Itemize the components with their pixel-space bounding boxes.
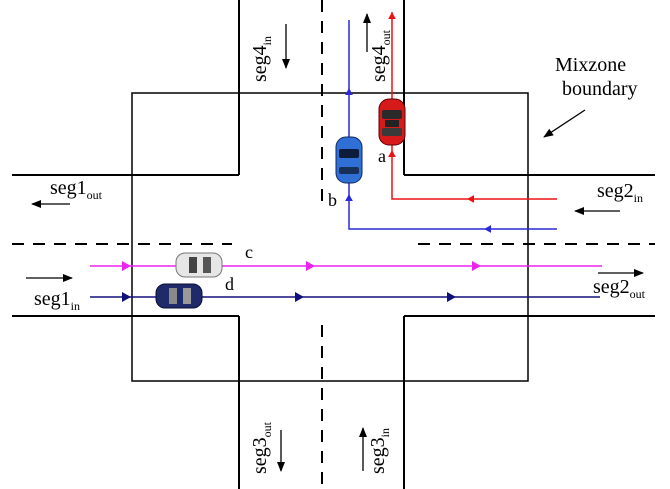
seg4-in-label: seg4in: [249, 36, 274, 82]
seg1-out-label: seg1out: [50, 177, 103, 202]
seg1-in-label: seg1in: [34, 288, 80, 313]
mixzone-boundary: [131, 92, 529, 382]
car-b: [335, 136, 363, 184]
seg3-in-label: seg3in: [367, 428, 392, 474]
road-edges: [12, 0, 655, 489]
mixzone-caption-line1: Mixzone: [555, 54, 626, 76]
seg2-out-label: seg2out: [593, 276, 646, 301]
seg3-out-label: seg3out: [249, 421, 274, 474]
route-b-blue: [345, 20, 557, 233]
route-c-magenta: [90, 261, 602, 271]
car-d: [155, 283, 203, 309]
car-a-label: a: [378, 146, 386, 166]
center-lines: [12, 0, 655, 489]
direction-arrows: [26, 13, 644, 472]
car-a: [378, 98, 406, 146]
seg2-in-label: seg2in: [597, 180, 643, 205]
seg4-out-label: seg4out: [368, 29, 393, 82]
mixzone-pointer-arrow: [543, 109, 586, 138]
car-c: [175, 252, 223, 278]
route-a-red: [388, 12, 557, 203]
car-d-label: d: [225, 274, 234, 294]
car-c-label: c: [245, 242, 253, 262]
car-b-label: b: [328, 190, 337, 210]
mixzone-caption-line2: boundary: [562, 78, 638, 100]
